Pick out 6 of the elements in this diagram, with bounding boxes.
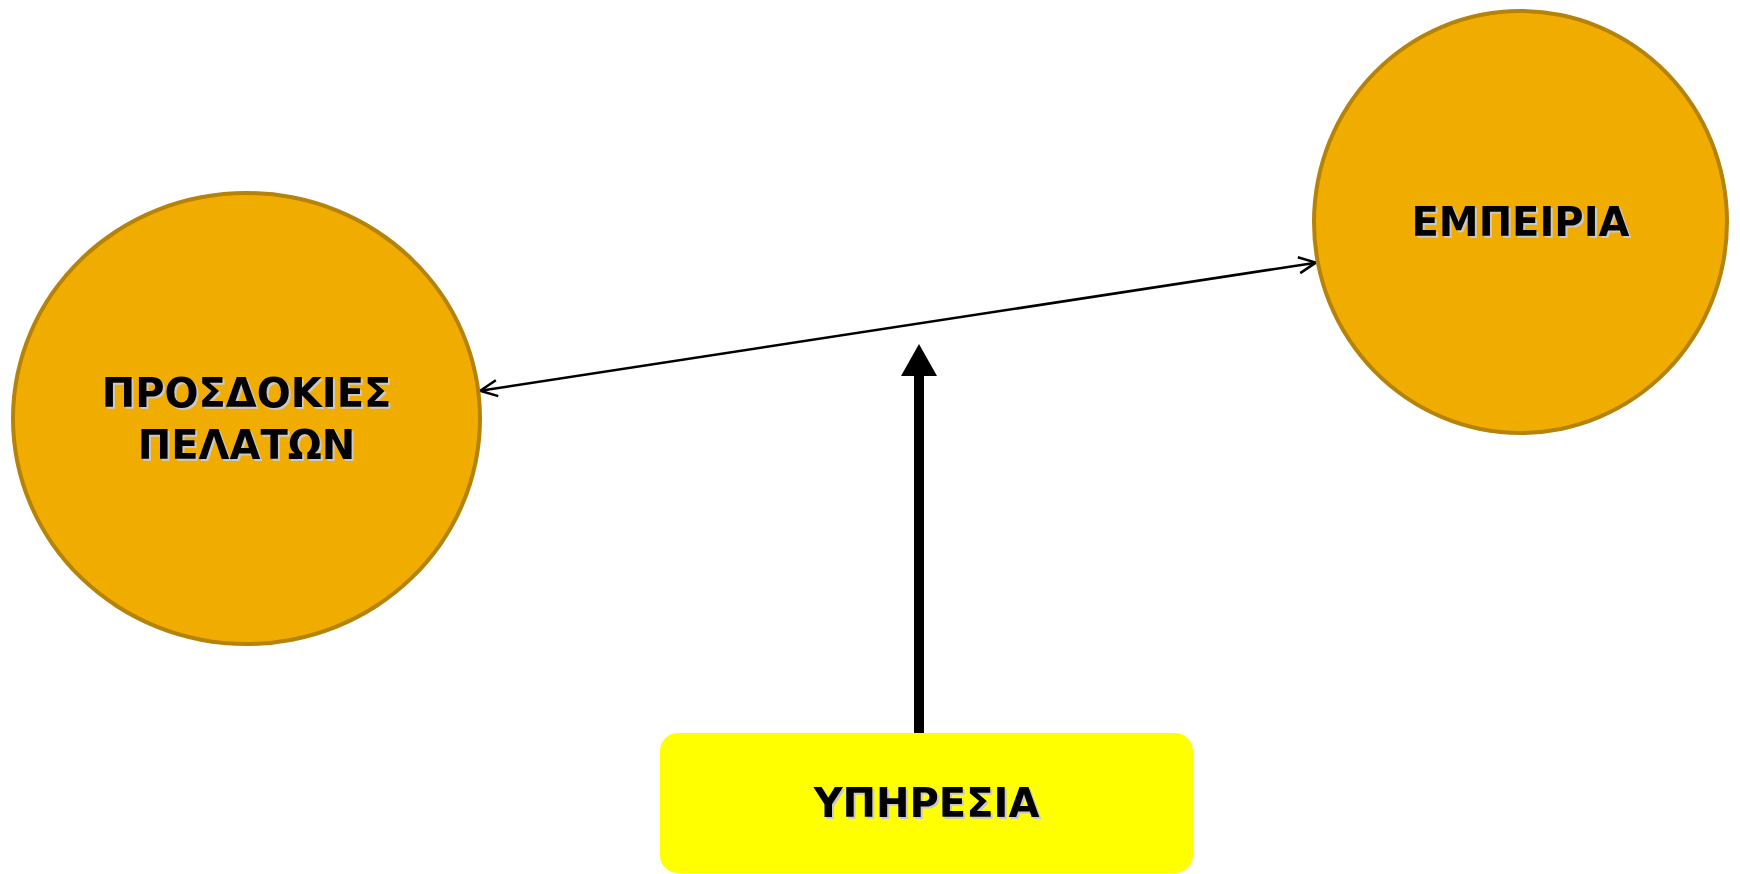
rounded-box	[660, 733, 1193, 873]
arrow	[901, 344, 937, 733]
node-label: ΠΡΟΣΔΟΚΙΕΣ ΠΕΛΑΤΩΝ	[100, 368, 393, 470]
arrow	[479, 256, 1318, 398]
node-label: ΕΜΠΕΙΡΙΑ	[1411, 198, 1630, 247]
node-label: ΥΠΗΡΕΣΙΑ	[813, 779, 1040, 828]
